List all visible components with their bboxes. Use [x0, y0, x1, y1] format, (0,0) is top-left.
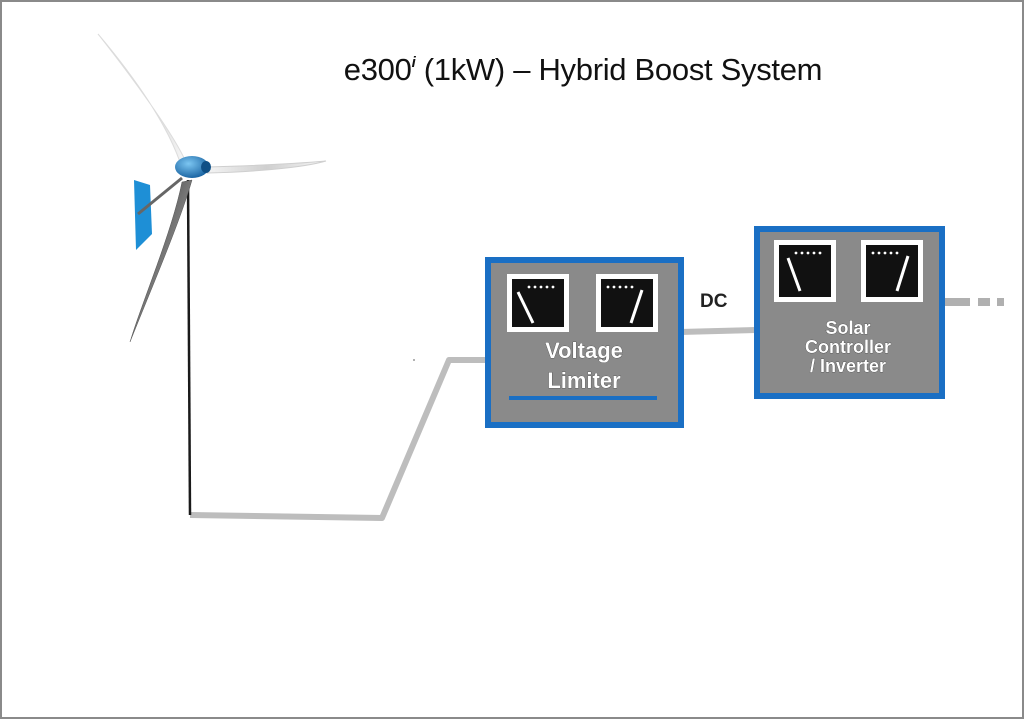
meter-icon [861, 240, 923, 302]
title-rest: (1kW) – Hybrid Boost System [415, 52, 823, 87]
meter-icon [596, 274, 658, 332]
voltage-limiter-label-2: Limiter [547, 368, 621, 393]
stray-dot [413, 359, 415, 361]
dc-label: DC [700, 291, 728, 312]
wire-turbine-to-limiter [189, 357, 488, 521]
title-main: e300 [343, 52, 412, 87]
meter-icon [774, 240, 836, 302]
solar-controller-box: Solar Controller / Inverter [754, 226, 945, 399]
voltage-limiter-label-1: Voltage [545, 338, 623, 363]
wire-limiter-to-controller [679, 327, 757, 335]
voltage-limiter-box: Voltage Limiter [485, 257, 684, 428]
wind-turbine-icon [97, 33, 327, 516]
solar-controller-label-3: / Inverter [810, 356, 886, 376]
solar-controller-label-2: Controller [805, 337, 891, 357]
solar-controller-label-1: Solar [825, 318, 870, 338]
title-superscript: i [411, 53, 416, 71]
diagram-title: e300i (1kW) – Hybrid Boost System [2, 52, 1024, 88]
meter-icon [507, 274, 569, 332]
